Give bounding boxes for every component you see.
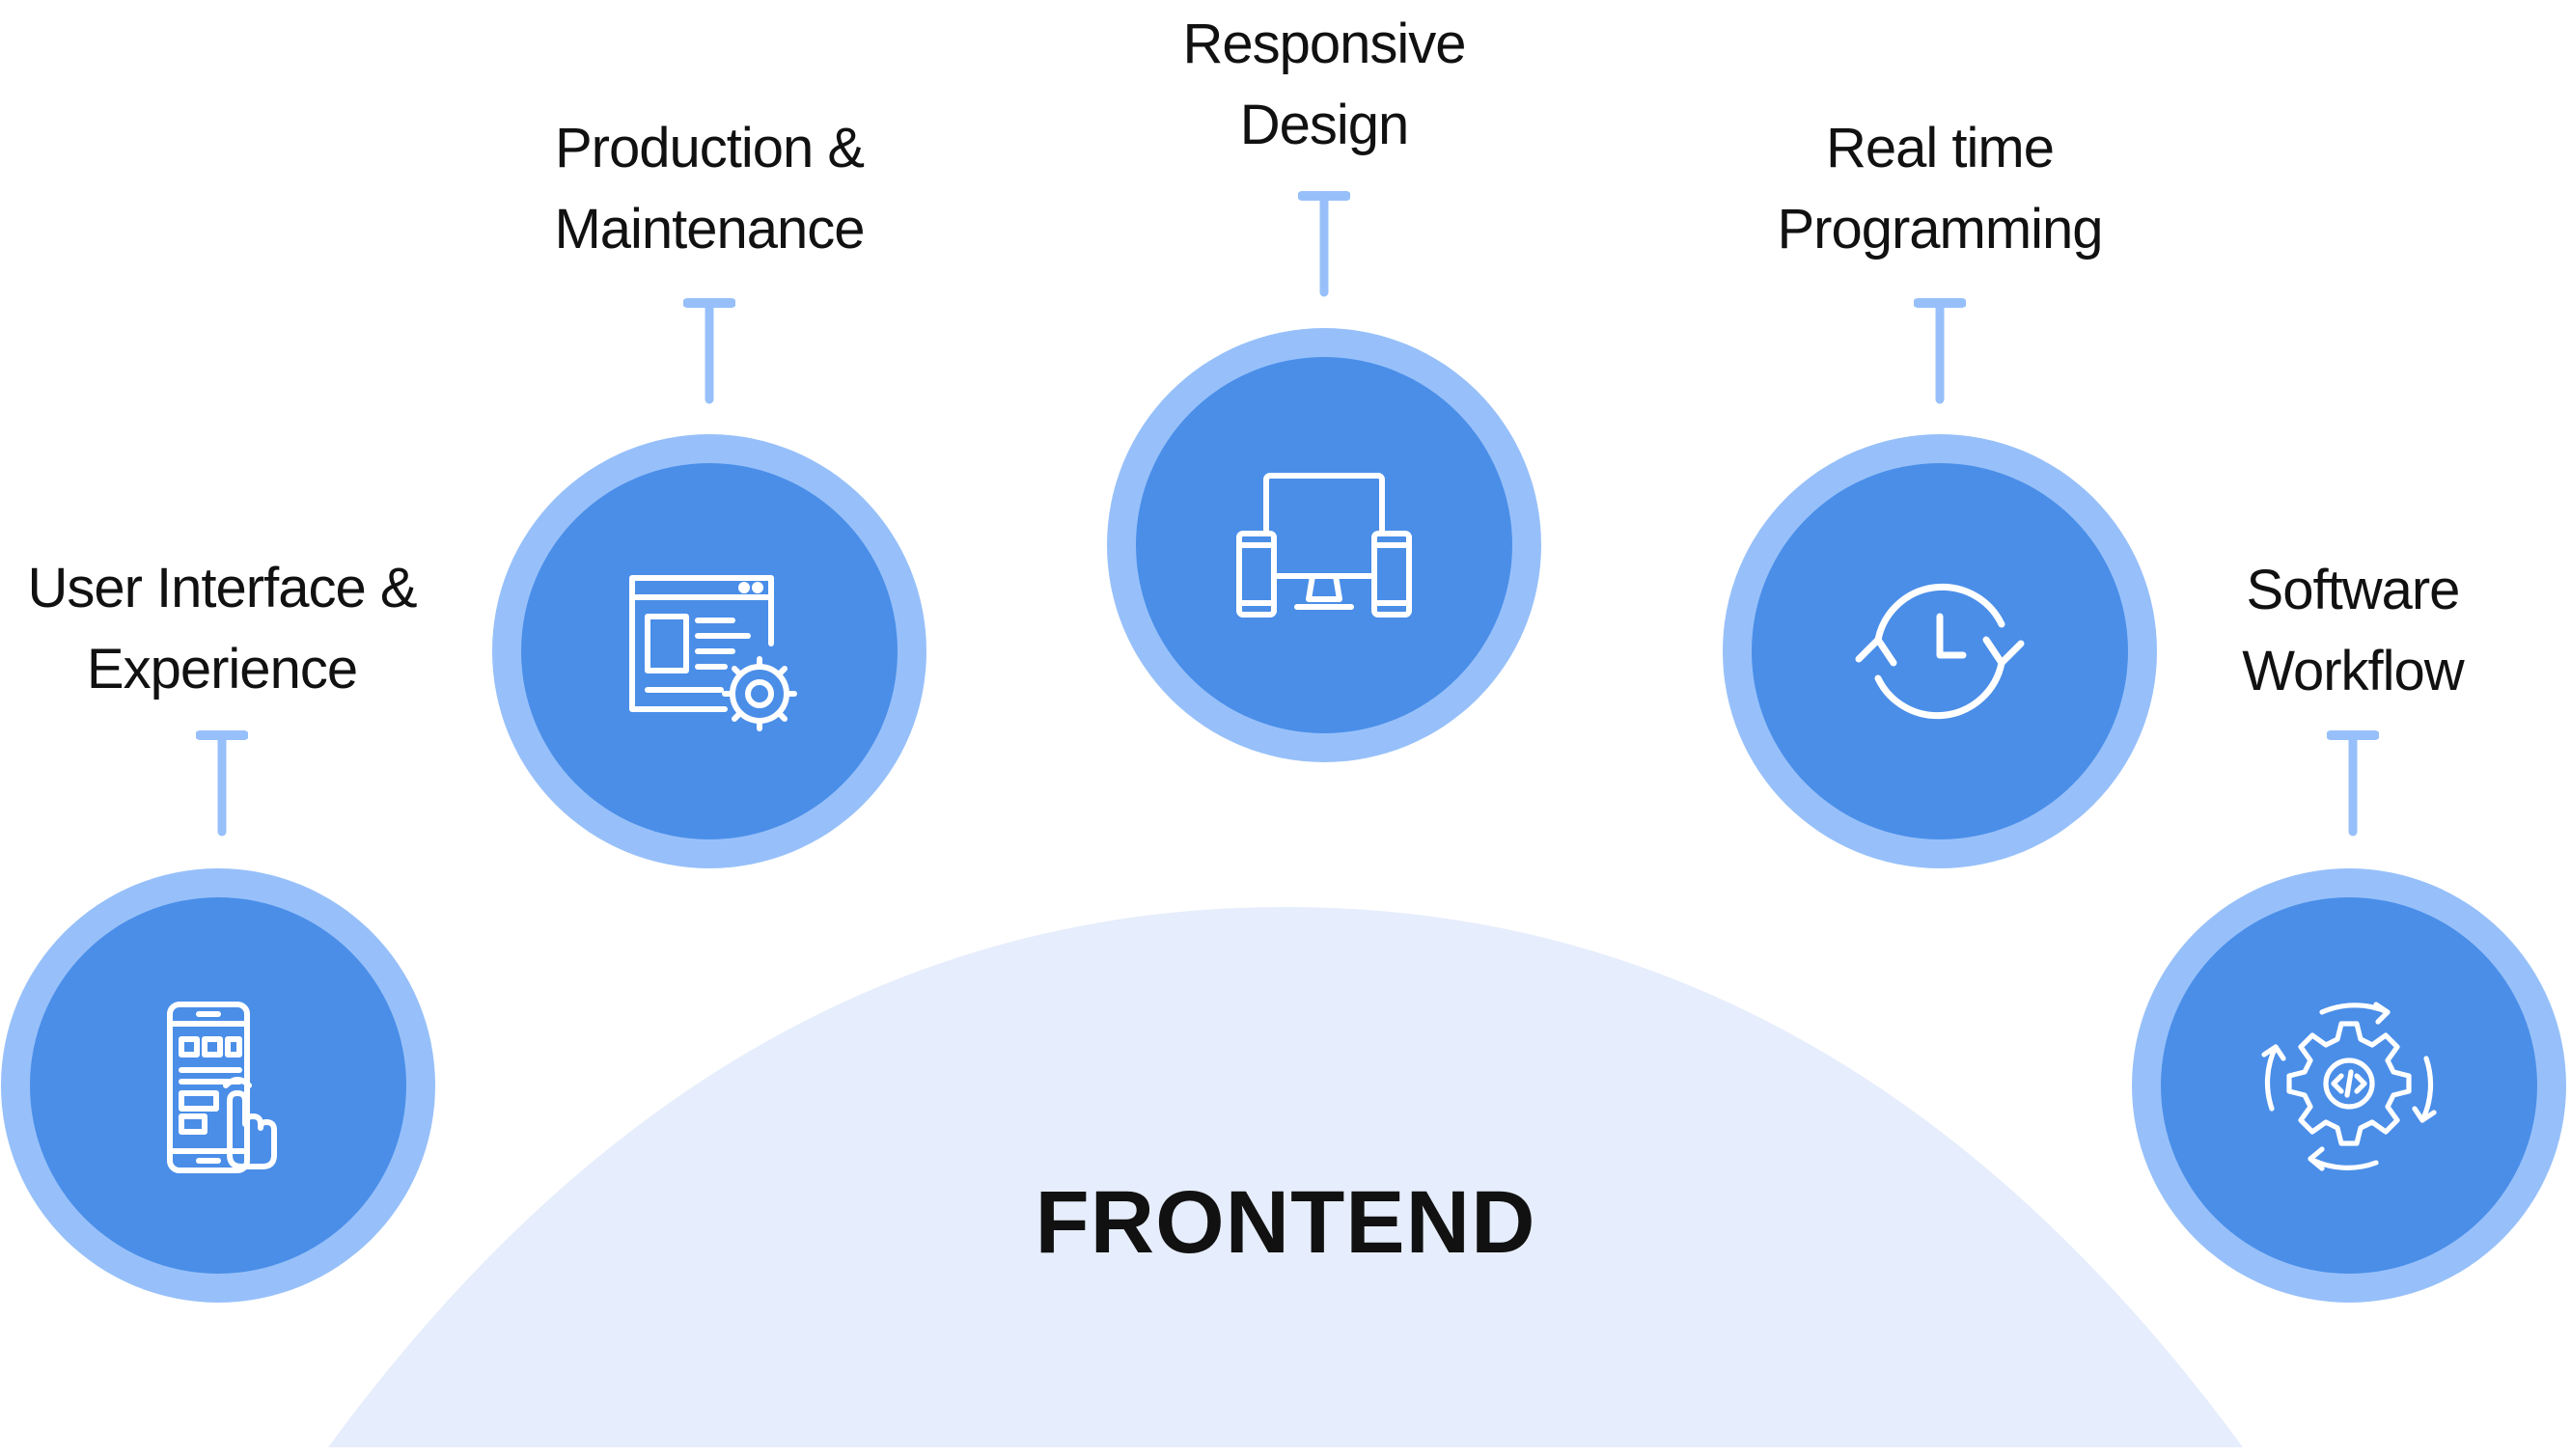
- node-label-line2: Experience: [86, 638, 358, 701]
- connector-pin: [1914, 298, 1966, 404]
- node-label-line2: Workflow: [2242, 640, 2464, 702]
- connector-pin: [2327, 730, 2379, 837]
- node-circle-inner: [2161, 897, 2537, 1274]
- connector-pin: [196, 730, 248, 837]
- node-label-line1: Responsive: [1182, 13, 1466, 75]
- mobile-touch-icon: [167, 1002, 277, 1173]
- dome-shape: [328, 907, 2243, 1447]
- node-real-time-programming: Real time Programming: [1718, 108, 2162, 880]
- node-circle-inner: [1136, 357, 1512, 733]
- node-circle: [1107, 328, 1541, 762]
- node-responsive-design: Responsive Design: [1102, 0, 1546, 772]
- node-label-line2: Maintenance: [554, 198, 865, 261]
- node-circle-inner: [30, 897, 406, 1274]
- node-circle: [2132, 868, 2566, 1303]
- node-label: Production & Maintenance: [487, 108, 931, 270]
- node-label: Responsive Design: [1102, 4, 1546, 166]
- code-gear-cycle-icon: [2261, 1002, 2437, 1171]
- node-label: Real time Programming: [1718, 108, 2162, 270]
- node-circle: [1723, 434, 2157, 868]
- node-circle-inner: [521, 463, 898, 839]
- node-label-line2: Programming: [1777, 198, 2103, 261]
- node-label-line1: Production &: [554, 117, 865, 179]
- responsive-devices-icon: [1236, 473, 1412, 618]
- connector-pin: [683, 298, 735, 404]
- node-label-line1: User Interface &: [27, 557, 417, 619]
- node-software-workflow: Software Workflow: [2131, 540, 2571, 1312]
- node-label-line1: Software: [2246, 559, 2461, 621]
- node-production-maintenance: Production & Maintenance: [487, 108, 931, 880]
- clock-refresh-icon: [1855, 583, 2025, 720]
- node-user-interface: User Interface & Experience: [0, 540, 444, 1312]
- node-circle: [492, 434, 926, 868]
- center-label: FRONTEND: [1035, 1173, 1536, 1272]
- browser-settings-icon: [629, 575, 797, 731]
- node-label: User Interface & Experience: [0, 548, 444, 710]
- connector-pin: [1298, 191, 1350, 297]
- node-label: Software Workflow: [2131, 550, 2571, 712]
- node-circle: [1, 868, 435, 1303]
- node-label-line2: Design: [1239, 94, 1410, 156]
- node-label-line1: Real time: [1826, 117, 2055, 179]
- node-circle-inner: [1752, 463, 2128, 839]
